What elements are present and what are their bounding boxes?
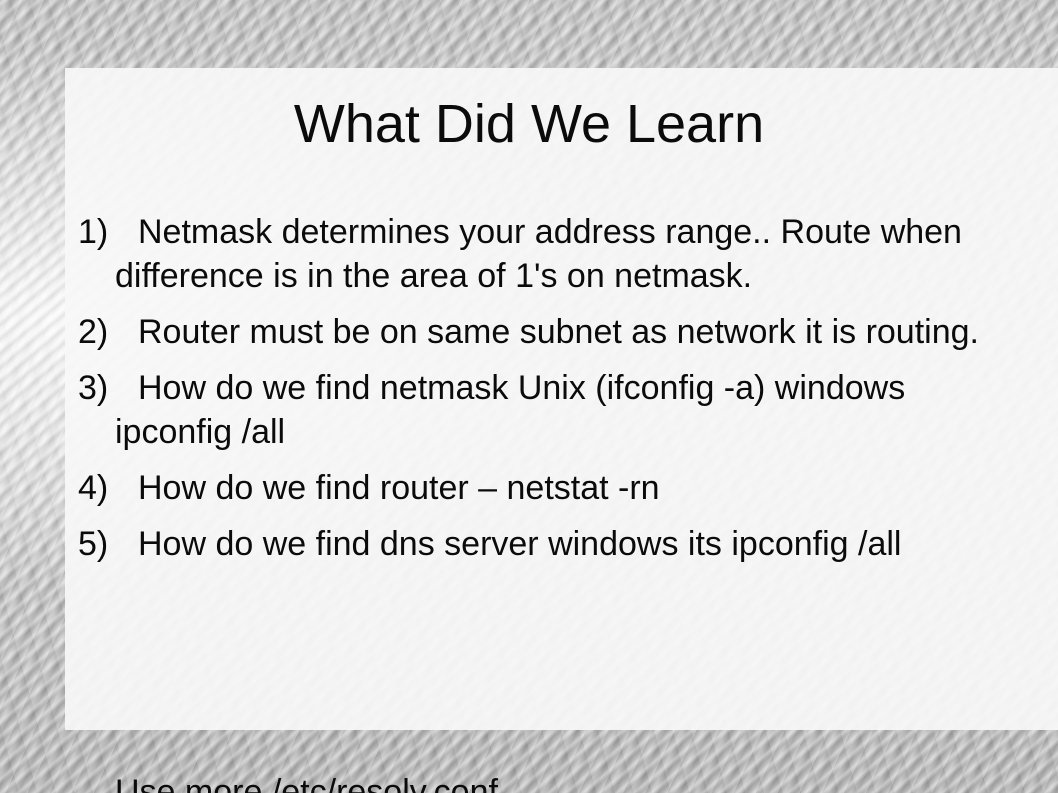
bullet-list: 1)Netmask determines your address range.… — [78, 210, 1028, 578]
item-text: Router must be on same subnet as network… — [138, 313, 979, 351]
list-item: 4) How do we find router – netstat -rn — [78, 466, 1028, 510]
list-item: 3)How do we find netmask Unix (ifconfig … — [78, 366, 1028, 454]
cut-off-line: Use more /etc/resolv.conf — [115, 773, 498, 793]
item-text: Netmask determines your address range.. … — [115, 213, 962, 295]
item-number: 1) — [78, 213, 109, 251]
item-text: How do we find router – netstat -rn — [138, 469, 660, 507]
item-number: 4) — [78, 469, 109, 507]
item-text: How do we find netmask Unix (ifconfig -a… — [115, 369, 906, 451]
item-number: 5) — [78, 525, 109, 563]
content-panel — [65, 68, 1058, 730]
item-text: How do we find dns server windows its ip… — [138, 525, 902, 563]
list-item: 2) Router must be on same subnet as netwo… — [78, 310, 1028, 354]
list-item: 1)Netmask determines your address range.… — [78, 210, 1028, 298]
item-number: 2) — [78, 313, 109, 351]
item-number: 3) — [78, 369, 109, 407]
list-item: 5) How do we find dns server windows its … — [78, 522, 1028, 566]
slide-title: What Did We Learn — [293, 94, 765, 154]
